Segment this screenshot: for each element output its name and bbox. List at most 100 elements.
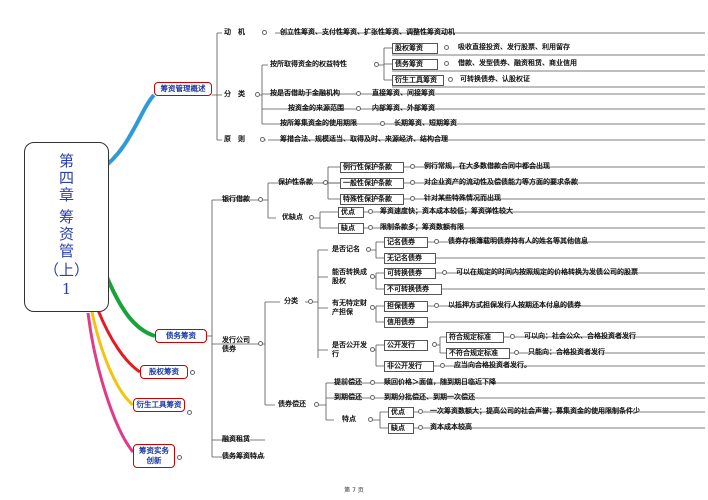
topic-overview[interactable]: 筹资管理概述 [154, 82, 212, 96]
node-principle: 原 则 [224, 135, 245, 143]
node-by-intermediary: 按是否借助于金融机构 [270, 89, 340, 97]
node-early-repayment-desc: 赎回价格＞面值，随到期日临近下降 [384, 378, 496, 386]
collapse-toggle-icon[interactable] [187, 410, 192, 415]
collapse-toggle-icon[interactable] [444, 45, 449, 50]
topic-innovation[interactable]: 筹资实务创新 [133, 444, 175, 468]
node-cons-desc: 限制条款多；筹资数额有限 [380, 223, 464, 231]
node-routine-clause: 例行性保护条款 [340, 162, 404, 173]
collapse-toggle-icon[interactable] [370, 274, 375, 279]
node-derivative-financing-desc: 可转换债券、认股权证 [460, 75, 530, 83]
topic-derivative[interactable]: 衍生工具筹资 [133, 398, 185, 412]
node-secured-bond-desc: 以抵押方式担保发行人按期还本付息的债券 [448, 301, 581, 309]
collapse-toggle-icon[interactable] [370, 395, 375, 400]
node-routine-clause-desc: 例行常规，在大多数借款合同中都会出现 [424, 162, 550, 170]
collapse-toggle-icon[interactable] [356, 106, 361, 111]
central-topic-char: 1 [61, 280, 72, 298]
node-cons: 缺点 [338, 223, 364, 234]
node-debt-features: 债务筹资特点 [222, 452, 264, 460]
branch-innovation [86, 312, 135, 453]
node-bond-repayment: 债券偿还 [278, 400, 306, 408]
node-private-offering-desc: 应当向合格投资者发行。 [454, 361, 531, 369]
collapse-toggle-icon[interactable] [510, 334, 515, 339]
node-non-convertible-bond: 不可转换债券 [384, 284, 442, 295]
collapse-toggle-icon[interactable] [440, 363, 445, 368]
node-by-source: 按资金的来源范围 [288, 104, 344, 112]
node-convertible-q: 能否转换成股权 [332, 268, 367, 285]
node-by-period: 按所筹集资金的使用期限 [280, 119, 357, 127]
collapse-toggle-icon[interactable] [314, 402, 319, 407]
central-topic-char: 章 [58, 186, 74, 204]
collapse-toggle-icon[interactable] [442, 270, 447, 275]
collapse-toggle-icon[interactable] [260, 137, 265, 142]
collapse-toggle-icon[interactable] [308, 299, 313, 304]
node-corporate-bond: 发行公司债券 [222, 336, 250, 353]
collapse-toggle-icon[interactable] [410, 196, 415, 201]
node-bond-features: 特点 [342, 415, 356, 423]
collapse-toggle-icon[interactable] [262, 30, 267, 35]
central-topic-char: 管 [58, 242, 74, 260]
node-pros: 优点 [338, 207, 364, 218]
collapse-toggle-icon[interactable] [309, 215, 314, 220]
node-derivative-financing: 衍生工具筹资 [392, 75, 444, 86]
node-public-offering: 公开发行 [384, 340, 428, 351]
collapse-toggle-icon[interactable] [368, 225, 373, 230]
collapse-toggle-icon[interactable] [380, 121, 385, 126]
node-private-offering: 非公开发行 [384, 361, 434, 372]
collapse-toggle-icon[interactable] [418, 425, 423, 430]
collapse-toggle-icon[interactable] [323, 180, 328, 185]
node-general-clause-desc: 对企业资产的流动性及偿债能力等方面的要求条款 [424, 178, 578, 186]
branch-debt [102, 269, 156, 338]
collapse-toggle-icon[interactable] [368, 417, 373, 422]
collapse-toggle-icon[interactable] [374, 62, 379, 67]
central-topic: 第 四 章 筹 资 管 （上） 1 [24, 142, 109, 312]
collapse-toggle-icon[interactable] [514, 350, 519, 355]
collapse-toggle-icon[interactable] [258, 341, 263, 346]
node-maturity-repayment-desc: 到期分批偿还、到期一次偿还 [384, 393, 475, 401]
collapse-toggle-icon[interactable] [177, 455, 182, 460]
node-pros-cons: 优缺点 [282, 213, 303, 221]
collapse-toggle-icon[interactable] [432, 342, 437, 347]
collapse-toggle-icon[interactable] [444, 61, 449, 66]
node-early-repayment: 提前偿还 [334, 378, 362, 386]
collapse-toggle-icon[interactable] [410, 164, 415, 169]
collapse-toggle-icon[interactable] [434, 239, 439, 244]
collapse-toggle-icon[interactable] [448, 77, 453, 82]
node-debt-financing: 债务筹资 [392, 59, 438, 70]
topic-equity[interactable]: 股权筹资 [140, 365, 188, 379]
node-convertible-bond: 可转换债券 [384, 268, 436, 279]
node-protective-clauses: 保护性条款 [278, 178, 313, 186]
node-special-clause: 特殊性保护条款 [340, 194, 404, 205]
collapse-toggle-icon[interactable] [410, 180, 415, 185]
node-motive: 动 机 [224, 28, 245, 36]
page-number: 第 7 页 [344, 487, 364, 494]
node-unqualified-standard: 不符合规定标准 [446, 348, 510, 359]
collapse-toggle-icon[interactable] [366, 247, 371, 252]
node-registered-q: 是否记名 [332, 245, 360, 253]
topic-debt[interactable]: 债务筹资 [155, 329, 207, 343]
collapse-toggle-icon[interactable] [418, 409, 423, 414]
central-topic-char: 筹 [58, 208, 74, 226]
collapse-toggle-icon[interactable] [255, 92, 260, 97]
collapse-toggle-icon[interactable] [370, 380, 375, 385]
node-registered-bond-desc: 债券存根簿载明债券持有人的姓名等其他信息 [448, 237, 588, 245]
node-collateral-q: 有无特定财产担保 [332, 299, 367, 316]
collapse-toggle-icon[interactable] [370, 305, 375, 310]
collapse-toggle-icon[interactable] [434, 303, 439, 308]
collapse-toggle-icon[interactable] [190, 370, 195, 375]
node-debt-financing-desc: 借款、发型债券、融资租赁、商业信用 [458, 59, 577, 67]
node-special-clause-desc: 针对某些特殊情况而出现 [424, 194, 501, 202]
node-bond-pros-desc: 一次筹资数额大；提高公司的社会声誉；募集资金的使用限制条件少 [430, 407, 640, 415]
collapse-toggle-icon[interactable] [258, 197, 263, 202]
collapse-toggle-icon[interactable] [370, 347, 375, 352]
node-pros-desc: 筹资速度快；资本成本较低；筹资弹性较大 [380, 207, 513, 215]
node-bond-cons: 缺点 [388, 423, 414, 434]
node-public-q: 是否公开发行 [332, 341, 367, 358]
node-general-clause: 一般性保护条款 [340, 178, 404, 189]
collapse-toggle-icon[interactable] [368, 209, 373, 214]
collapse-toggle-icon[interactable] [356, 91, 361, 96]
node-qualified-standard-desc: 可以向：社会公众、合格投资者发行 [524, 332, 636, 340]
node-category: 分 类 [224, 90, 245, 98]
node-qualified-standard: 符合规定标准 [446, 332, 504, 343]
node-by-intermediary-desc: 直接筹资、间接筹资 [372, 89, 435, 97]
